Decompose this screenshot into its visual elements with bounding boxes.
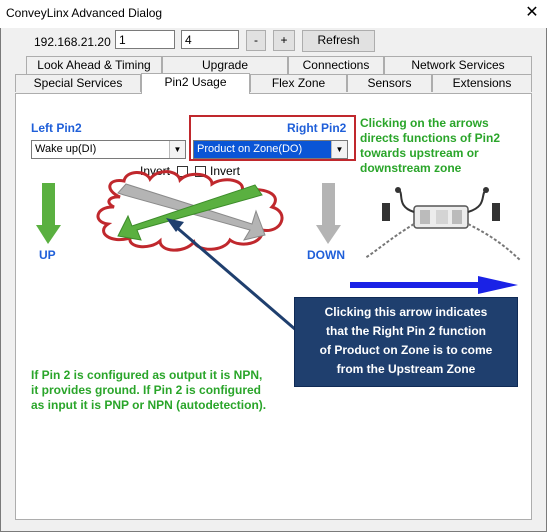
npn-pnp-note: If Pin 2 is configured as output it is N… bbox=[31, 368, 301, 413]
note-line: directs functions of Pin2 bbox=[360, 131, 501, 145]
invert-checkbox-right[interactable] bbox=[195, 166, 206, 177]
callout-box: Clicking this arrow indicates that the R… bbox=[294, 297, 518, 387]
left-pin2-select-value: Wake up(DI) bbox=[35, 143, 97, 155]
note-line: downstream zone bbox=[360, 161, 462, 175]
tab-sensors[interactable]: Sensors bbox=[347, 74, 432, 92]
callout-line: of Product on Zone is to come bbox=[319, 343, 493, 357]
left-pin2-label: Left Pin2 bbox=[31, 121, 82, 135]
right-pin2-select-value: Product on Zone(DO) bbox=[197, 143, 303, 155]
refresh-button[interactable]: Refresh bbox=[302, 30, 375, 52]
callout-line: that the Right Pin 2 function bbox=[326, 324, 486, 338]
right-pin2-label: Right Pin2 bbox=[287, 121, 347, 135]
title-bar: ConveyLinx Advanced Dialog ✕ bbox=[0, 0, 547, 28]
zone-start-field[interactable]: 1 bbox=[115, 30, 175, 49]
up-arrow-icon[interactable] bbox=[36, 183, 61, 244]
note-line: as input it is PNP or NPN (autodetection… bbox=[31, 398, 267, 412]
tab-connections[interactable]: Connections bbox=[288, 56, 384, 74]
down-label: DOWN bbox=[307, 248, 345, 262]
conveyor-direction-arrow bbox=[350, 276, 518, 294]
note-line: it provides ground. If Pin 2 is configur… bbox=[31, 383, 262, 397]
note-line: towards upstream or bbox=[360, 146, 479, 160]
highlight-box bbox=[189, 115, 356, 161]
tab-network-services[interactable]: Network Services bbox=[384, 56, 532, 74]
decrement-button[interactable]: - bbox=[246, 30, 266, 51]
callout-pointer-arrow bbox=[166, 218, 297, 332]
note-line: Clicking on the arrows bbox=[360, 116, 489, 130]
chevron-down-icon[interactable]: ▼ bbox=[169, 141, 185, 158]
invert-label-right: Invert bbox=[210, 164, 241, 178]
up-label: UP bbox=[39, 248, 56, 262]
tab-special-services[interactable]: Special Services bbox=[15, 74, 141, 92]
tab-extensions[interactable]: Extensions bbox=[432, 74, 532, 92]
window-title: ConveyLinx Advanced Dialog bbox=[6, 6, 163, 20]
tab-flex-zone[interactable]: Flex Zone bbox=[250, 74, 347, 92]
left-pin2-select[interactable]: Wake up(DI) ▼ bbox=[31, 140, 186, 159]
right-pin2-select[interactable]: Product on Zone(DO) ▼ bbox=[193, 140, 348, 159]
down-arrow-icon[interactable] bbox=[316, 183, 341, 244]
callout-line: from the Upstream Zone bbox=[336, 362, 476, 376]
note-line: If Pin 2 is configured as output it is N… bbox=[31, 368, 263, 382]
ip-address: 192.168.21.20 bbox=[34, 35, 111, 49]
pin2-direction-note: Clicking on the arrows directs functions… bbox=[360, 116, 540, 176]
chevron-down-icon[interactable]: ▼ bbox=[331, 141, 347, 158]
zone-count-field[interactable]: 4 bbox=[181, 30, 239, 49]
upstream-arrow-icon[interactable] bbox=[117, 184, 263, 241]
callout-line: Clicking this arrow indicates bbox=[324, 305, 488, 319]
tab-pin2-usage[interactable]: Pin2 Usage bbox=[141, 73, 250, 94]
tab-upgrade[interactable]: Upgrade bbox=[162, 56, 288, 74]
increment-button[interactable]: + bbox=[273, 30, 295, 51]
close-icon[interactable]: ✕ bbox=[525, 4, 539, 21]
tab-look-ahead-timing[interactable]: Look Ahead & Timing bbox=[26, 56, 162, 74]
conveylinx-module-icon bbox=[364, 187, 521, 261]
